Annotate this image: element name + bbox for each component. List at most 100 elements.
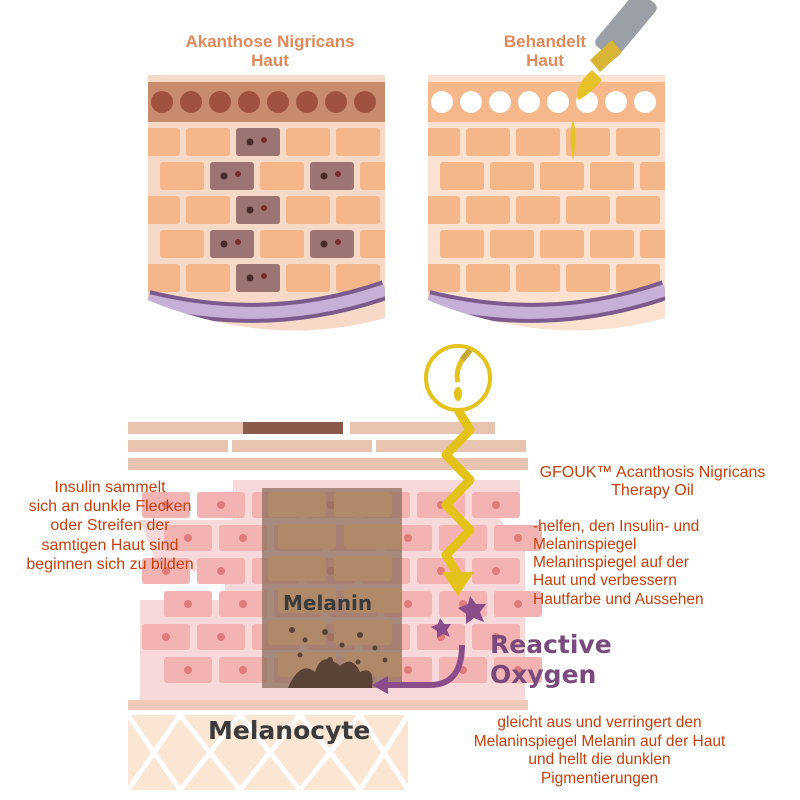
left-panel-title: Akanthose Nigricans Haut	[150, 32, 390, 70]
melanin-cell	[344, 588, 402, 613]
cell-nucleus	[404, 600, 412, 608]
skin-cell	[186, 128, 230, 156]
bottom-line-1: gleicht aus und verringert den	[497, 714, 702, 731]
bottom-line-2: Melaninspiegel Melanin auf der Haut	[473, 732, 726, 750]
skin-cell	[616, 196, 660, 224]
left-panel-title-line: Akanthose Nigricans	[185, 32, 355, 51]
skin-cell	[210, 162, 254, 190]
skin-cell	[640, 230, 665, 258]
skin-cell	[566, 196, 610, 224]
insulin-line-3: oder Streifen der	[50, 517, 170, 535]
benefit-line-5: Hautfarbe und Aussehen	[533, 590, 704, 608]
cell-nucleus	[239, 666, 247, 674]
skin-cell	[160, 230, 204, 258]
cell-nucleus	[239, 534, 247, 542]
cell-nucleus	[514, 534, 522, 542]
benefit-line-4: Haut und verbessern	[533, 572, 677, 590]
skin-cell	[516, 196, 560, 224]
skin-cell	[466, 264, 510, 292]
skin-cell	[148, 128, 180, 156]
skin-cell	[428, 264, 460, 292]
melanocyte-shape	[288, 659, 373, 688]
left-top-cells	[151, 91, 376, 113]
skin-cell	[516, 264, 560, 292]
cell-nucleus	[162, 501, 170, 509]
reactive-label-line-2: Oxygen	[490, 660, 597, 689]
skin-cell	[286, 128, 330, 156]
cell-nucleus	[514, 600, 522, 608]
insulin-line-4: samtigen Haut sind	[41, 536, 179, 554]
pigment-dot	[220, 172, 228, 180]
melanin-cell	[268, 492, 326, 517]
skin-cell	[490, 230, 534, 258]
skin-cell	[148, 196, 180, 224]
pigment-dot	[320, 172, 328, 180]
skin-cell	[590, 162, 634, 190]
benefit-line-2: Melaninspiegel	[533, 536, 637, 554]
benefit-line-1: -helfen, den Insulin- und	[533, 518, 700, 535]
skin-cell	[286, 264, 330, 292]
left-panel-subtitle: Haut	[251, 51, 289, 71]
right-panel-subtitle: Haut	[526, 51, 564, 71]
insulin-explanation: Insulin sammelt sich an dunkle Flecken o…	[0, 478, 220, 574]
skin-cell	[310, 230, 354, 258]
pigment-dot	[246, 206, 254, 214]
insulin-line-2: sich an dunkle Flecken	[28, 498, 192, 516]
skin-cell	[186, 196, 230, 224]
skin-cell	[336, 128, 380, 156]
skin-cell	[516, 128, 560, 156]
pigment-dot	[246, 138, 254, 146]
cell-nucleus	[217, 501, 225, 509]
pigment-dot	[246, 274, 254, 282]
skin-cell	[236, 196, 280, 224]
skin-cell	[428, 196, 460, 224]
right-panel-title-line: Behandelt	[503, 32, 587, 51]
pigment-dot	[235, 239, 241, 245]
cell-nucleus	[404, 534, 412, 542]
product-title: GFOUK™ Acanthosis Nigricans Therapy Oil	[505, 464, 800, 500]
cell-nucleus	[184, 600, 192, 608]
skin-cell	[360, 230, 385, 258]
skin-cell	[148, 264, 180, 292]
bottom-effect-text: gleicht aus und verringert den Melaninsp…	[412, 714, 787, 788]
treated-skin-panel	[428, 75, 665, 331]
melanin-cell	[344, 524, 402, 549]
melanin-cell	[334, 620, 392, 645]
melanin-label: Melanin	[283, 591, 373, 615]
pigment-dot	[235, 171, 241, 177]
skin-cell	[360, 162, 385, 190]
melanocyte-label: Melanocyte	[208, 716, 371, 745]
bottom-line-4: Pigmentierungen	[540, 769, 659, 787]
skin-cell	[236, 264, 280, 292]
cell-nucleus	[404, 666, 412, 674]
skin-cell	[260, 230, 304, 258]
melanin-cell	[334, 492, 392, 517]
skin-cell	[466, 196, 510, 224]
pigment-dot	[320, 240, 328, 248]
skin-cell	[428, 128, 460, 156]
melanin-cell	[278, 524, 336, 549]
cell-nucleus	[162, 567, 170, 575]
pigment-dot	[220, 240, 228, 248]
skin-cell	[186, 264, 230, 292]
skin-cell	[236, 128, 280, 156]
skin-cell	[490, 162, 534, 190]
melanin-cell	[278, 588, 336, 613]
skin-cell	[286, 196, 330, 224]
cell-nucleus	[492, 567, 500, 575]
cell-nucleus	[492, 633, 500, 641]
dropper-circle-icon	[424, 344, 492, 412]
skin-cell	[566, 264, 610, 292]
bottom-line-3: und hellt die dunklen	[528, 751, 671, 769]
right-top-cells	[431, 91, 656, 113]
skin-cell	[590, 230, 634, 258]
skin-cell	[440, 230, 484, 258]
skin-cell	[616, 128, 660, 156]
cell-nucleus	[217, 567, 225, 575]
reactive-label-line-1: Reactive	[490, 630, 612, 659]
cell-nucleus	[492, 501, 500, 509]
pigment-dot	[261, 273, 267, 279]
cell-nucleus	[162, 633, 170, 641]
pigment-dot	[335, 171, 341, 177]
